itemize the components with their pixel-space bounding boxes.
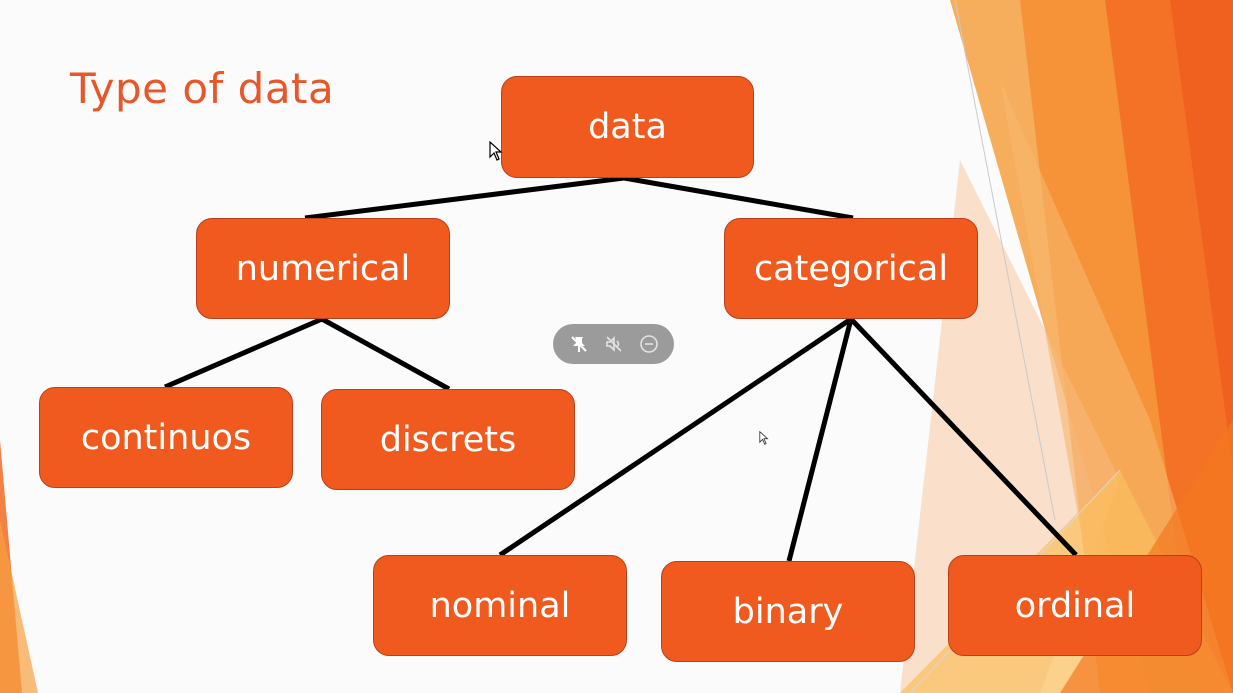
- node-label: discrets: [379, 419, 517, 460]
- node-label: continuos: [80, 417, 252, 458]
- node-categorical: categorical: [724, 218, 978, 319]
- floating-toolbar: [553, 324, 674, 364]
- minus-circle-icon: [639, 335, 658, 353]
- edge-categorical-ordinal: [849, 317, 1078, 557]
- edge-categorical-nominal: [498, 316, 853, 558]
- node-label: data: [588, 107, 667, 147]
- node-label: numerical: [235, 248, 411, 289]
- node-ordinal: ordinal: [948, 555, 1202, 656]
- node-binary: binary: [661, 561, 915, 662]
- mute-icon: [605, 336, 622, 352]
- node-label: binary: [732, 591, 844, 632]
- node-label: categorical: [753, 248, 949, 289]
- mouse-cursor-icon: [489, 141, 503, 161]
- small-cursor-icon: [759, 431, 769, 445]
- node-numerical: numerical: [196, 218, 450, 319]
- pin-off-button[interactable]: [565, 330, 593, 358]
- node-label: ordinal: [1014, 585, 1136, 626]
- node-discrets: discrets: [321, 389, 575, 490]
- edge-numerical-continuos: [164, 316, 323, 390]
- minimize-button[interactable]: [635, 330, 663, 358]
- edge-data-categorical: [623, 175, 854, 221]
- slide-title: Type of data: [70, 64, 335, 113]
- node-data: data: [501, 76, 754, 178]
- edge-data-numerical: [304, 175, 625, 221]
- node-label: nominal: [429, 585, 571, 626]
- node-nominal: nominal: [373, 555, 627, 656]
- mute-button[interactable]: [600, 330, 628, 358]
- pin-off-icon: [570, 336, 587, 352]
- edge-categorical-binary: [786, 318, 854, 562]
- node-continuos: continuos: [39, 387, 293, 488]
- edge-numerical-discrets: [320, 316, 451, 392]
